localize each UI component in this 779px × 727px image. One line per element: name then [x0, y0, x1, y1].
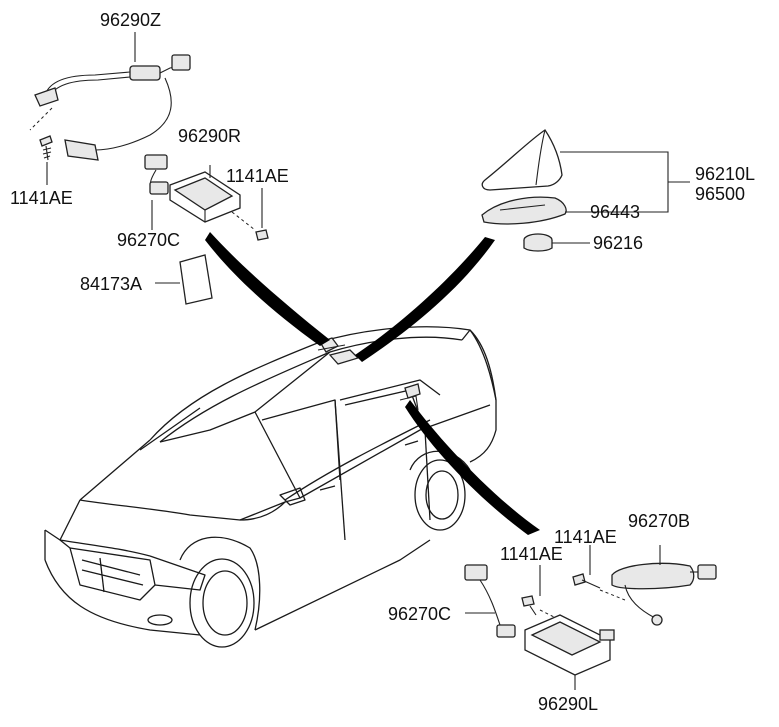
label-96290R: 96290R — [178, 126, 241, 146]
pad-84173A — [155, 254, 213, 305]
label-96216: 96216 — [593, 233, 643, 253]
label-1141AE-a: 1141AE — [10, 188, 73, 208]
cable-96270B — [611, 545, 717, 626]
label-96270C-a: 96270C — [117, 230, 180, 250]
screw-1141AE-d — [572, 545, 626, 601]
label-1141AE-d: 1141AE — [500, 544, 563, 564]
label-96270C-b: 96270C — [388, 604, 451, 624]
nut-96216 — [523, 233, 553, 252]
label-1141AE-b: 1141AE — [226, 166, 289, 186]
label-1141AE-c: 1141AE — [554, 527, 617, 547]
module-96290L — [524, 614, 615, 690]
screw-1141AE-c — [521, 565, 591, 636]
label-96500: 96500 — [695, 184, 745, 204]
antenna-96210L — [481, 129, 563, 191]
base-96443 — [481, 196, 567, 225]
callout-sweeps — [205, 232, 540, 535]
label-96270B: 96270B — [628, 511, 690, 531]
connector-96270C-b — [464, 564, 516, 638]
label-96290Z: 96290Z — [100, 10, 161, 30]
cable-96290Z — [29, 54, 191, 161]
car-illustration — [44, 326, 497, 648]
leader-lines-right — [552, 151, 690, 244]
label-84173A: 84173A — [80, 274, 142, 294]
module-96290R — [169, 165, 241, 223]
part-labels: 96290Z 1141AE 96290R 1141AE 96270C 84173… — [10, 10, 755, 714]
screw-1141AE-b — [231, 188, 269, 241]
label-96443: 96443 — [590, 202, 640, 222]
screw-1141AE-a — [39, 135, 53, 185]
label-96210L: 96210L — [695, 164, 755, 184]
label-96290L: 96290L — [538, 694, 598, 714]
connector-96270C-a — [144, 154, 169, 230]
